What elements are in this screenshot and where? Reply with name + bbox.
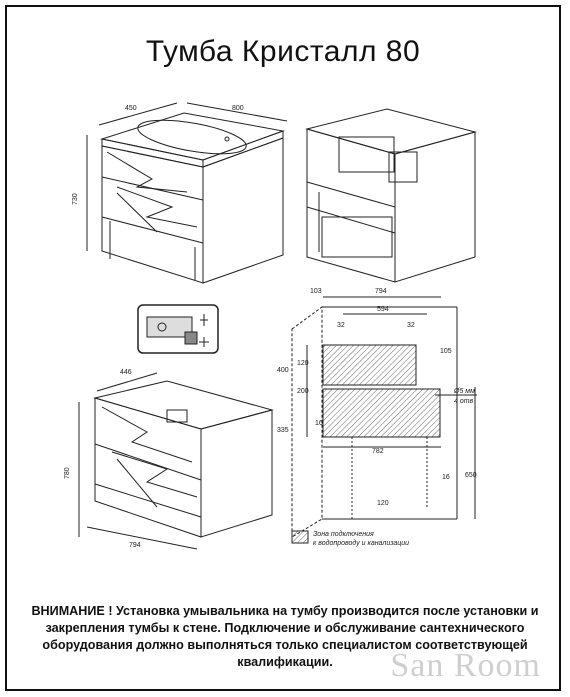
dim-594: 594 bbox=[377, 306, 389, 313]
dim-depth-bottom: 446 bbox=[120, 369, 132, 376]
dim-height-bottom: 780 bbox=[64, 467, 71, 479]
dim-120b: 120 bbox=[377, 500, 389, 507]
dim-height-top: 730 bbox=[72, 193, 79, 205]
dim-width-top: 800 bbox=[232, 105, 244, 112]
dim-width-bottom: 794 bbox=[129, 542, 141, 549]
dim-335: 335 bbox=[277, 427, 289, 434]
dim-103: 103 bbox=[310, 288, 322, 295]
hole-count-label: 4 отв bbox=[454, 398, 474, 405]
mounting-plan bbox=[291, 296, 477, 544]
watermark-logo: San Room bbox=[390, 647, 541, 684]
legend-line-1: Зона подключения bbox=[313, 530, 374, 538]
dim-105: 105 bbox=[440, 348, 452, 355]
hole-size-label: Ø5 мм bbox=[453, 388, 475, 395]
technical-drawing: 450 800 730 bbox=[64, 102, 477, 550]
dim-782: 782 bbox=[372, 448, 384, 455]
dim-16a: 16 bbox=[315, 420, 323, 427]
dim-16b: 16 bbox=[442, 474, 450, 481]
dim-depth-top: 450 bbox=[125, 105, 137, 112]
warning-notice: ВНИМАНИЕ ! Установка умывальника на тумб… bbox=[31, 604, 539, 669]
dim-650: 650 bbox=[465, 472, 477, 479]
cabinet-body-view bbox=[78, 372, 274, 550]
cabinet-basin-view bbox=[86, 102, 288, 284]
dim-794: 794 bbox=[375, 288, 387, 295]
dim-400: 400 bbox=[277, 367, 289, 374]
drawing-sheet: Тумба Кристалл 80 bbox=[5, 5, 561, 691]
cabinet-rear-view bbox=[305, 108, 477, 283]
fitting-detail bbox=[137, 304, 219, 354]
dim-200: 200 bbox=[297, 388, 309, 395]
dim-32b: 32 bbox=[407, 322, 415, 329]
legend-line-2: к водопроводу и канализации bbox=[313, 539, 409, 547]
page-title: Тумба Кристалл 80 bbox=[145, 35, 421, 68]
dim-120a: 120 bbox=[297, 360, 309, 367]
dim-32a: 32 bbox=[337, 322, 345, 329]
